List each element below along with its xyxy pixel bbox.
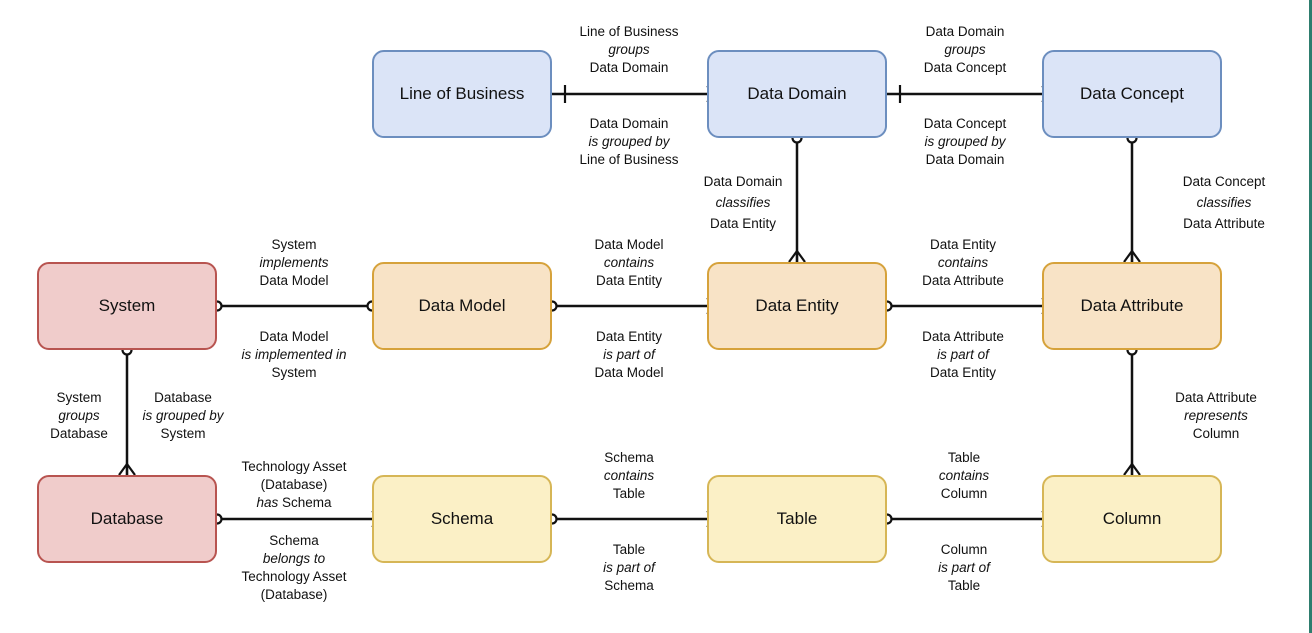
node-database[interactable]: Database — [37, 475, 217, 563]
node-column[interactable]: Column — [1042, 475, 1222, 563]
node-data-domain[interactable]: Data Domain — [707, 50, 887, 138]
crow-foot-marker — [126, 463, 136, 476]
node-data-attribute[interactable]: Data Attribute — [1042, 262, 1222, 350]
crow-foot-marker — [788, 250, 798, 263]
crow-foot-marker — [1123, 250, 1133, 263]
crow-foot-marker — [118, 463, 128, 476]
node-system[interactable]: System — [37, 262, 217, 350]
node-label: Schema — [430, 509, 494, 528]
crow-foot-marker — [796, 250, 806, 263]
node-label: Data Concept — [1080, 84, 1184, 103]
node-label: Data Attribute — [1080, 296, 1184, 315]
node-label: Column — [1102, 509, 1162, 528]
node-data-model[interactable]: Data Model — [372, 262, 552, 350]
node-line-of-business[interactable]: Line of Business — [372, 50, 552, 138]
crow-foot-marker — [1131, 463, 1141, 476]
node-schema[interactable]: Schema — [372, 475, 552, 563]
node-label: Data Model — [418, 296, 506, 315]
node-label: Table — [776, 509, 818, 528]
crow-foot-marker — [1123, 463, 1133, 476]
node-label: Data Domain — [747, 84, 847, 103]
crow-foot-marker — [1131, 250, 1141, 263]
node-label: Line of Business — [399, 84, 525, 103]
label-database-has-schema: Technology Asset(Database)has Schema — [241, 459, 347, 510]
node-label: Data Entity — [755, 296, 839, 315]
node-label: Database — [90, 509, 164, 528]
node-data-entity[interactable]: Data Entity — [707, 262, 887, 350]
node-data-concept[interactable]: Data Concept — [1042, 50, 1222, 138]
node-label: System — [98, 296, 156, 315]
node-table[interactable]: Table — [707, 475, 887, 563]
